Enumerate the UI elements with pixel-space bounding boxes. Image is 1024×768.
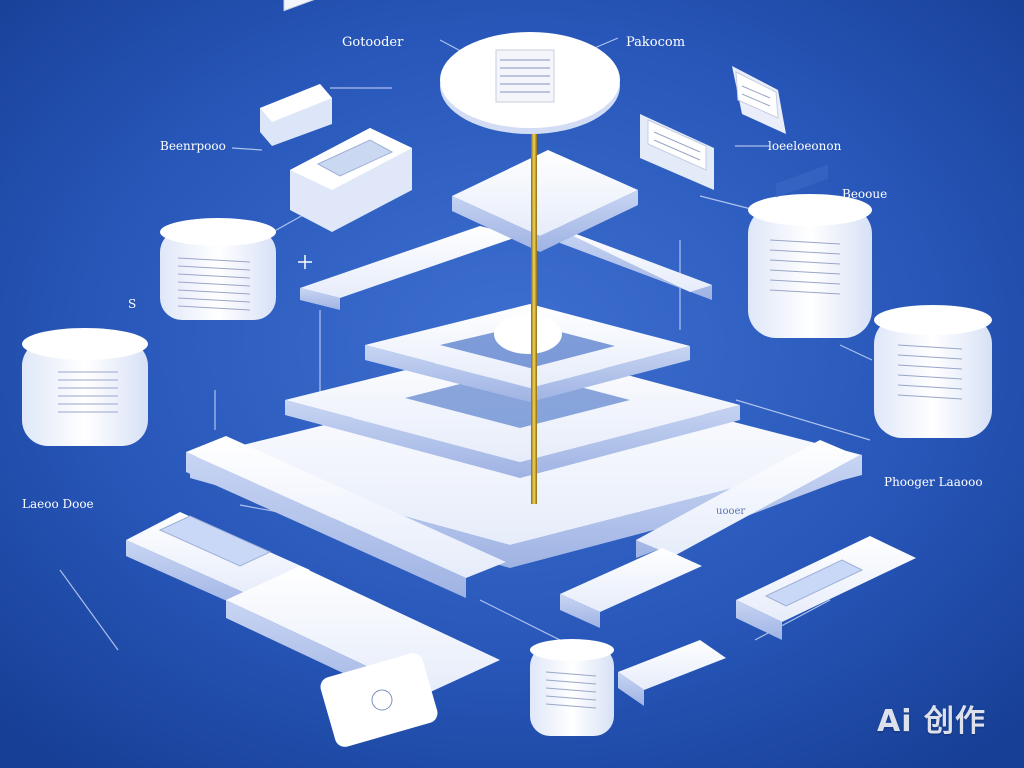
card-upper-right xyxy=(640,114,714,190)
plus-marker-icon xyxy=(298,255,312,269)
label-left-small: S xyxy=(128,297,136,311)
central-frame-middle xyxy=(365,304,690,402)
cylinder-right-lower xyxy=(874,305,992,438)
card-top-left xyxy=(260,0,332,146)
tray-bottom-center xyxy=(560,548,702,628)
label-top-left: Gotooder xyxy=(342,35,404,50)
central-pillar xyxy=(531,128,537,504)
central-arm-left xyxy=(300,226,520,310)
label-upper-left: Beenrpooo xyxy=(160,139,226,153)
tray-bottom-left xyxy=(126,512,310,614)
label-mid-right: Phooger Laaooo xyxy=(884,475,983,489)
cylinder-left-large xyxy=(160,218,276,320)
label-center-tag: uooer xyxy=(716,506,745,517)
label-upper-right: loeeloeonon xyxy=(768,139,842,153)
label-top-right: Pakocom xyxy=(626,35,685,50)
bar-right-long xyxy=(636,164,858,558)
label-right: Beooue xyxy=(842,187,887,201)
tray-bottom-right xyxy=(736,536,916,640)
cylinder-right-upper xyxy=(748,194,872,338)
central-arm-right xyxy=(540,220,712,300)
central-top-slab xyxy=(452,150,638,252)
cylinder-bottom xyxy=(530,639,614,736)
tile-bottom-left xyxy=(320,653,438,747)
bar-left-long xyxy=(186,436,506,598)
label-mid-left: Laeoo Dooe xyxy=(22,497,94,511)
card-upper-left xyxy=(290,128,412,232)
watermark: Ai 创作 xyxy=(877,704,986,739)
cylinder-far-left xyxy=(22,328,148,446)
top-document-disc xyxy=(440,32,620,134)
tile-bottom-right xyxy=(618,640,726,706)
card-top-right xyxy=(732,66,786,134)
